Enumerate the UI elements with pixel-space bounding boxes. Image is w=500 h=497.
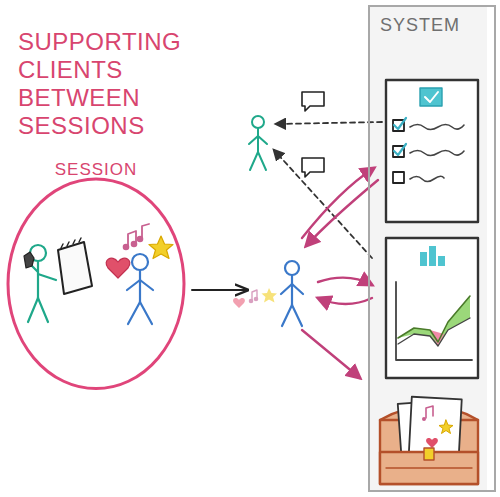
panel-fill (369, 6, 487, 491)
pink-arrow (318, 278, 372, 285)
notepad (58, 238, 92, 294)
pink-arrow (302, 330, 360, 378)
pink-arrow (302, 168, 374, 238)
pink-arrow (318, 298, 372, 304)
music-notes-small (249, 290, 257, 303)
session-ellipse (8, 179, 184, 389)
client-figure-between (281, 261, 303, 326)
notification-line (274, 150, 372, 258)
flow-arrow (192, 289, 246, 291)
heart (106, 258, 130, 278)
phone (24, 252, 34, 268)
treasure-chest (380, 397, 478, 484)
music-notes (124, 224, 149, 249)
client-figure (127, 254, 153, 324)
node-label: SESSION (5, 160, 187, 180)
heart-small (233, 298, 245, 308)
star (149, 236, 173, 259)
chart-card (386, 238, 478, 378)
node-label: SYSTEM (370, 7, 494, 37)
therapist-figure-remote (249, 116, 267, 170)
notification-line (276, 122, 382, 124)
session-circle: SESSION (5, 160, 187, 392)
system-panel: SYSTEM (368, 5, 496, 492)
speech-bubble (302, 92, 324, 177)
diagram-title: SUPPORTING CLIENTS BETWEEN SESSIONS (18, 28, 203, 140)
session-outline (5, 176, 187, 392)
star-small (262, 288, 278, 303)
checklist-card (386, 80, 478, 222)
